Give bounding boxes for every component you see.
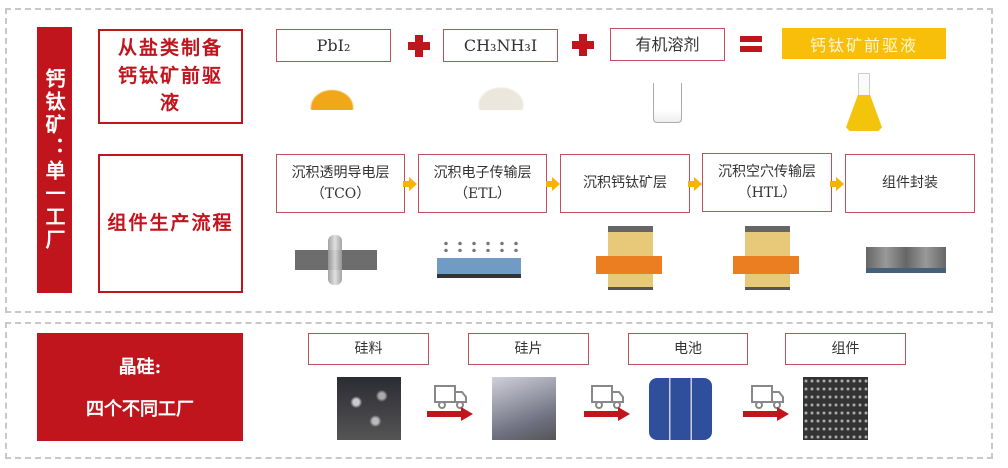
arrow-right-icon bbox=[427, 407, 473, 421]
cell-image bbox=[649, 378, 712, 440]
step-encapsulation: 组件封装 bbox=[845, 154, 975, 213]
step-label: 沉积钙钛矿层 bbox=[583, 175, 667, 191]
perovskite-side-label: 钙钛矿：单一工厂 bbox=[37, 27, 72, 293]
truck-icon bbox=[591, 385, 624, 409]
module-image bbox=[866, 247, 946, 273]
perovskite-section bbox=[5, 8, 993, 313]
precursor-title-box: 从盐类制备钙钛矿前驱液 bbox=[98, 29, 243, 124]
ingredient-pbi2: PbI₂ bbox=[276, 29, 391, 62]
mai-powder-image bbox=[474, 84, 528, 110]
stage-module: 组件 bbox=[785, 333, 906, 365]
equals-icon bbox=[740, 36, 762, 54]
stage-cell: 电池 bbox=[628, 333, 748, 365]
result-precursor: 钙钛矿前驱液 bbox=[782, 28, 946, 59]
step-htl: 沉积空穴传输层 （HTL） bbox=[702, 153, 832, 212]
arrow-right-icon bbox=[830, 177, 844, 191]
silicon-subtitle: 四个不同工厂 bbox=[86, 399, 194, 420]
plus-icon bbox=[572, 34, 594, 56]
polysilicon-image bbox=[337, 377, 401, 440]
arrow-right-icon bbox=[546, 177, 560, 191]
side-label-text: 钙钛矿：单一工厂 bbox=[42, 68, 66, 252]
step-sublabel: （ETL） bbox=[454, 185, 511, 202]
arrow-right-icon bbox=[688, 177, 702, 191]
pbi2-powder-image bbox=[306, 86, 358, 110]
step-perovskite: 沉积钙钛矿层 bbox=[560, 154, 690, 213]
htl-layer-image bbox=[733, 226, 799, 290]
silicon-title: 晶硅: bbox=[118, 357, 162, 378]
truck-icon bbox=[751, 385, 784, 409]
ingredient-mai: CH₃NH₃I bbox=[443, 29, 558, 62]
flask-image bbox=[846, 73, 882, 131]
step-label: 组件封装 bbox=[882, 175, 938, 191]
ingredient-solvent: 有机溶剂 bbox=[610, 28, 725, 61]
arrow-right-icon bbox=[584, 407, 630, 421]
tco-layer-image bbox=[295, 235, 377, 285]
perovskite-layer-image bbox=[596, 226, 662, 290]
arrow-right-icon bbox=[743, 407, 789, 421]
process-title-box: 组件生产流程 bbox=[98, 154, 243, 293]
step-label: 沉积电子传输层 bbox=[433, 164, 532, 181]
etl-layer-image bbox=[437, 240, 523, 282]
step-label: 沉积透明导电层 bbox=[291, 164, 390, 181]
module-image bbox=[803, 377, 868, 440]
silicon-section bbox=[5, 322, 993, 459]
step-tco: 沉积透明导电层 （TCO） bbox=[276, 154, 405, 213]
step-label: 沉积空穴传输层 bbox=[718, 163, 816, 180]
step-sublabel: （TCO） bbox=[310, 185, 371, 202]
plus-icon bbox=[408, 35, 430, 57]
precursor-title: 从盐类制备钙钛矿前驱液 bbox=[117, 37, 223, 115]
step-etl: 沉积电子传输层 （ETL） bbox=[418, 154, 547, 213]
wafer-image bbox=[492, 377, 556, 440]
arrow-right-icon bbox=[403, 177, 417, 191]
step-sublabel: （HTL） bbox=[737, 184, 797, 201]
stage-wafer: 硅片 bbox=[468, 333, 589, 365]
truck-icon bbox=[434, 385, 467, 409]
stage-polysilicon: 硅料 bbox=[308, 333, 429, 365]
silicon-title-box: 晶硅: 四个不同工厂 bbox=[37, 333, 243, 441]
process-title: 组件生产流程 bbox=[107, 211, 234, 234]
beaker-image bbox=[653, 83, 682, 123]
